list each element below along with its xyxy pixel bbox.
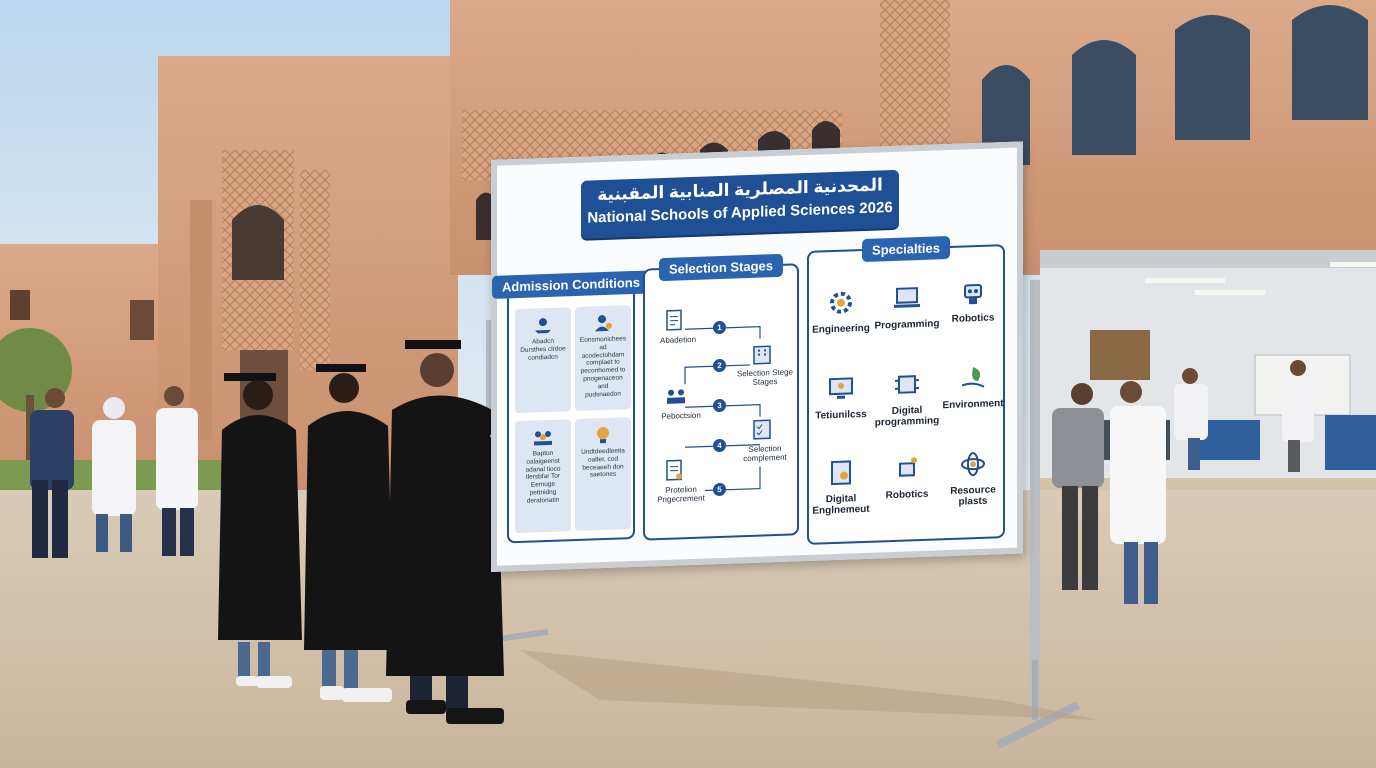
circuit-icon	[895, 375, 919, 394]
admission-heading: Admission Conditions	[492, 270, 650, 299]
stages-panel: Selection Stages 1 2 3 4 5 Abadetion Sel…	[643, 253, 799, 541]
lab-technicians	[1174, 360, 1314, 472]
specialty-item: Environment	[935, 362, 1011, 412]
hand-money-icon	[535, 318, 551, 334]
specialty-item: Digital Englnemeut	[803, 456, 879, 517]
laptop-icon	[894, 287, 920, 308]
building-icon	[753, 345, 771, 365]
specialty-item: Programming	[869, 282, 945, 332]
specialties-panel: Specialties Engineering Programming Robo…	[807, 235, 1005, 545]
person-labcoat-tablet	[1110, 381, 1166, 604]
admission-panel: Admission Conditions Abadcn Dursthes clr…	[492, 270, 650, 544]
stage-label: Protelion Pngecrement	[657, 484, 705, 505]
stage-label: Selection complement	[743, 443, 787, 464]
specialty-item: Robotics	[869, 452, 945, 502]
checklist-icon	[753, 419, 771, 440]
person-hijab-labcoat	[92, 397, 136, 552]
robot-arm-icon	[899, 457, 917, 477]
admission-tile: Undtdeedleeita oalter, cod beceaeeh don …	[575, 417, 631, 532]
lightbulb-icon	[597, 427, 609, 444]
gear-icon	[830, 291, 852, 314]
person-labcoat-man	[156, 386, 198, 556]
specialties-heading: Specialties	[862, 235, 950, 263]
atom-icon	[961, 452, 985, 477]
graduate-1	[218, 373, 302, 688]
specialty-item: Tetiunilcss	[803, 372, 879, 422]
monitor-icon	[829, 377, 853, 399]
info-board: المحدنية المصلرية المنابية المقبنية Nati…	[491, 141, 1023, 572]
person-gray-sweater	[1052, 383, 1104, 590]
blueprint-icon	[831, 460, 851, 486]
board-title: المحدنية المصلرية المنابية المقبنية Nati…	[581, 169, 899, 239]
stage-label: Selection Stege Stages	[736, 367, 794, 387]
person-check-icon	[595, 315, 612, 332]
robot-icon	[964, 283, 982, 305]
specialty-item: Engineering	[803, 286, 879, 336]
admission-tile: Bapton oalaigeenst adanal tioco tlersbfa…	[515, 419, 571, 534]
person-blue-shirt	[30, 388, 74, 558]
stage-label: Abadetion	[659, 334, 697, 346]
specialty-item: Robotics	[935, 276, 1011, 326]
team-icon	[667, 389, 685, 404]
leaf-hand-icon	[961, 367, 985, 388]
document-icon	[666, 309, 682, 331]
report-icon	[666, 459, 682, 481]
group-people-icon	[534, 431, 552, 446]
admission-tile: Abadcn Dursthes clrdoe condiadcn	[515, 307, 571, 414]
admission-tile: Eonsmonichees ad acodectohdam complaet t…	[575, 305, 631, 412]
graduate-2	[304, 364, 394, 702]
specialty-item: Digital programming	[869, 368, 945, 429]
specialty-item: Resource plasts	[935, 448, 1011, 509]
